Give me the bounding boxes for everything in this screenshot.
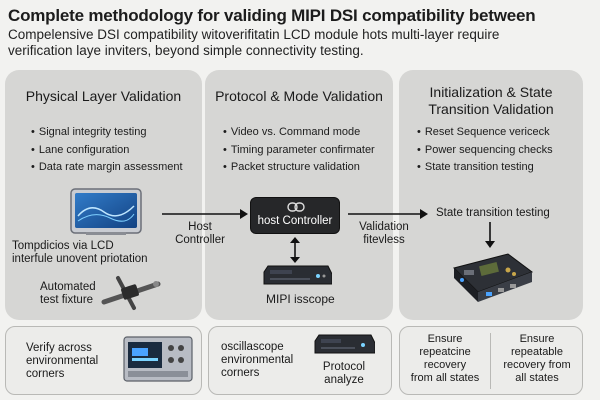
box1-text: Verify across environmental corners — [26, 342, 98, 381]
text-line: corners — [221, 367, 260, 379]
arrow2-label: Validation fitevless — [352, 221, 416, 247]
text-line: analyze — [324, 374, 364, 386]
protocol-analyzer-label: Protocol analyze — [313, 361, 375, 387]
arrow-to-host-controller — [160, 208, 248, 220]
protocol-analyzer-icon — [313, 333, 375, 357]
protocol-mode-title: Protocol & Mode Validation — [215, 88, 383, 104]
text-line: environmental — [221, 354, 294, 366]
bullet-item: Power sequencing checks — [417, 142, 587, 160]
lcd-module-icon — [70, 188, 142, 236]
bullet-item: State transition testing — [417, 159, 587, 177]
bullet-item: Signal integrity testing — [31, 124, 201, 142]
text-line: environmental — [26, 355, 99, 367]
host-controller-box: host Controller — [250, 197, 340, 234]
arrow-to-state-testing — [346, 208, 428, 220]
page-subtitle: Compelensive DSI compatibility witoverif… — [8, 27, 593, 59]
label-line: Host — [188, 221, 212, 233]
text-line: Protocol — [322, 361, 366, 373]
box2-text: oscillascope environmental corners — [221, 341, 293, 380]
label-line: fitevless — [363, 234, 405, 246]
protocol-mode-bullets: Video vs. Command mode Timing parameter … — [223, 124, 393, 177]
text-line: repeatable — [511, 346, 563, 358]
physical-layer-title: Physical Layer Validation — [25, 88, 182, 104]
vertical-double-arrow — [289, 237, 301, 263]
box3-right-text: Ensure repeatable recovery from all stat… — [492, 333, 582, 385]
test-fixture-label: Automated test fixture — [40, 281, 96, 307]
oscilloscope-corners-box: oscillascope environmental corners Proto… — [208, 326, 392, 395]
label-line: Validation — [359, 221, 409, 233]
bullet-item: Lane configuration — [31, 142, 201, 160]
label-line: test fixture — [40, 294, 94, 306]
text-line: from all states — [410, 372, 480, 384]
physical-layer-panel: Physical Layer Validation Signal integri… — [5, 70, 202, 320]
subtitle-line-2: verification laye inviters, beyond simpl… — [8, 43, 364, 58]
initialization-state-bullets: Reset Sequence vericeck Power sequencing… — [417, 124, 587, 177]
label-line: Controller — [175, 234, 225, 246]
bullet-item: Packet structure validation — [223, 159, 393, 177]
caption-line: interfule unovent priotation — [12, 253, 148, 265]
box3-left-text: Ensure repeatcine recovery from all stat… — [402, 333, 488, 385]
box3-divider — [490, 333, 491, 389]
text-line: Verify across — [26, 342, 92, 354]
bullet-item: Video vs. Command mode — [223, 124, 393, 142]
arrow1-label: Host Controller — [170, 221, 230, 247]
subtitle-line-1: Compelensive DSI compatibility witoverif… — [8, 27, 500, 42]
down-arrow — [484, 222, 496, 248]
bullet-item: Reset Sequence vericeck — [417, 124, 587, 142]
state-transition-label: State transition testing — [436, 207, 550, 219]
lcd-caption: Tompdicios via LCD interfule unovent pri… — [12, 240, 148, 266]
title-line: Initialization & State — [429, 84, 553, 100]
title-line: Transition Validation — [428, 101, 554, 117]
initialization-state-title: Initialization & State Transition Valida… — [399, 84, 583, 118]
mipi-scope-icon — [262, 264, 332, 288]
text-line: recovery — [423, 359, 467, 371]
bullet-item: Timing parameter confirmater — [223, 142, 393, 160]
text-line: all states — [515, 372, 559, 384]
text-line: oscillascope — [221, 341, 284, 353]
host-controller-label: host Controller — [257, 215, 333, 227]
protocol-mode-panel: Protocol & Mode Validation Video vs. Com… — [205, 70, 393, 320]
recovery-box: Ensure repeatcine recovery from all stat… — [399, 326, 583, 395]
test-instrument-icon — [123, 336, 193, 382]
environmental-verify-box: Verify across environmental corners — [5, 326, 202, 395]
page-title: Complete methodology for validing MIPI D… — [8, 6, 536, 25]
link-icon — [287, 202, 305, 212]
text-line: recovery from — [503, 359, 571, 371]
text-line: corners — [26, 368, 65, 380]
mipi-scope-label: MIPI isscope — [266, 292, 335, 306]
test-fixture-icon — [100, 272, 162, 312]
bullet-item: Data rate margin assessment — [31, 159, 201, 177]
text-line: Ensure — [427, 333, 463, 345]
caption-line: Tompdicios via LCD — [12, 240, 114, 252]
label-line: Automated — [40, 281, 96, 293]
text-line: Ensure — [519, 333, 555, 345]
physical-layer-bullets: Signal integrity testing Lane configurat… — [31, 124, 201, 177]
validation-board-icon — [450, 250, 534, 306]
text-line: repeatcine — [419, 346, 471, 358]
